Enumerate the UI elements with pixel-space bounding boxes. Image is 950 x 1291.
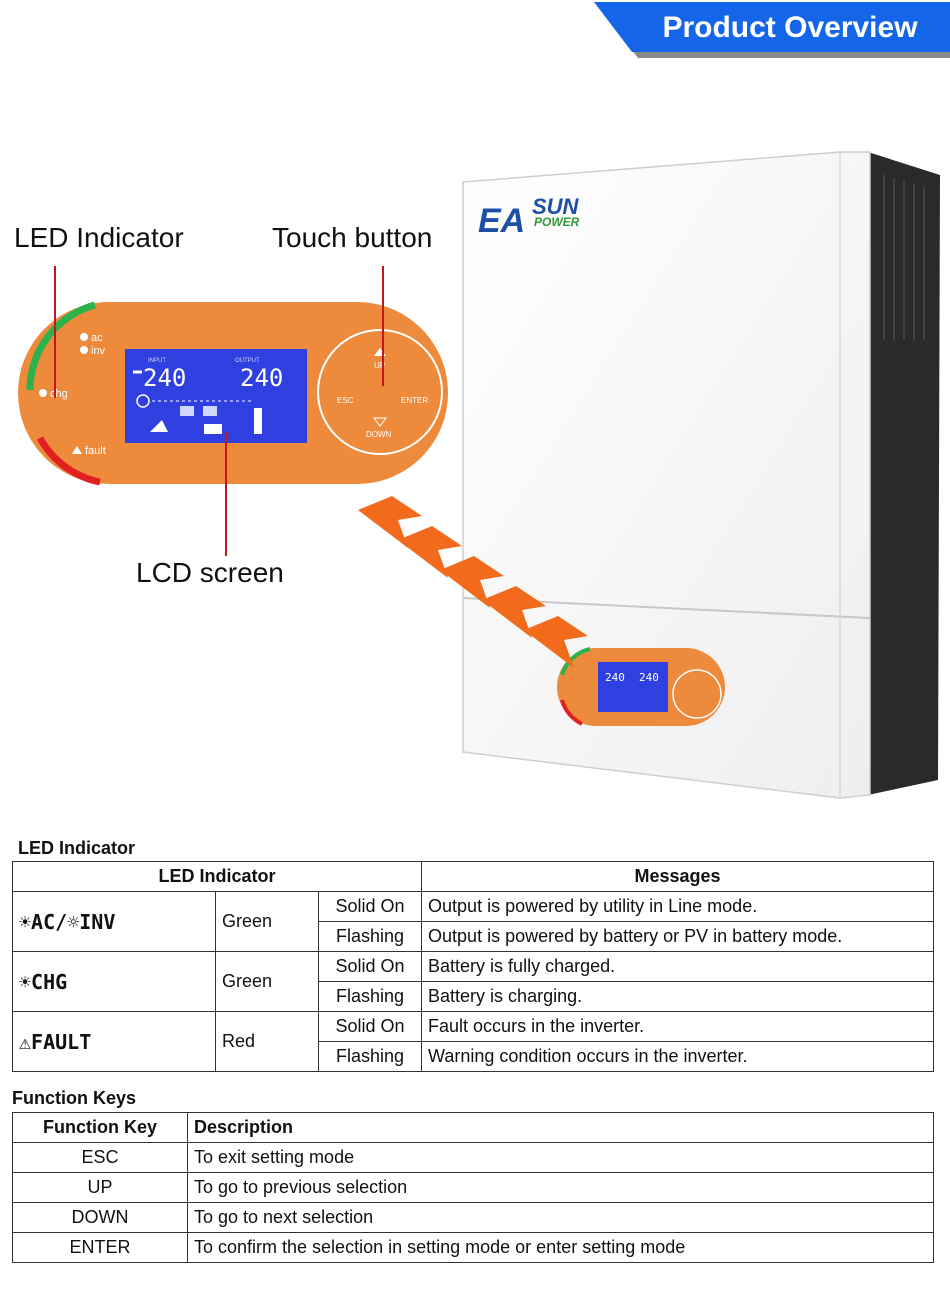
fk-description-cell: To go to previous selection <box>187 1172 934 1203</box>
callout-lcd-screen: LCD screen <box>136 557 284 588</box>
led-state-cell: Flashing <box>317 921 423 952</box>
led-message-cell: Warning condition occurs in the inverter… <box>421 1041 935 1072</box>
function-keys-title: Function Keys <box>12 1088 137 1108</box>
led-color-cell: Red <box>215 1011 319 1072</box>
led-color-cell: Green <box>215 951 319 1012</box>
led-label-chg-cell: ☀CHG <box>12 951 216 1012</box>
fk-table-header-row: Function Key Description <box>12 1112 934 1143</box>
table-row: ☀CHG Green Solid On Battery is fully cha… <box>12 951 935 1012</box>
function-keys-table: Function Key Description ESC To exit set… <box>12 1112 934 1263</box>
table-row: ENTER To confirm the selection in settin… <box>12 1232 934 1263</box>
enlarged-control-panel: ac inv chg fault INPUT OUTPUT 240 240 UP… <box>18 301 448 486</box>
table-row: ESC To exit setting mode <box>12 1142 934 1173</box>
table-row: ☀AC/☼INV Green Solid On Output is powere… <box>12 891 935 952</box>
callout-led-indicator: LED Indicator <box>14 222 184 253</box>
panel-label-chg: chg <box>50 388 68 400</box>
device-control-panel: 240 240 <box>557 647 725 726</box>
touch-esc-label[interactable]: ESC <box>337 396 354 405</box>
touch-down-label[interactable]: DOWN <box>366 430 392 439</box>
led-state-cell: Flashing <box>317 981 423 1012</box>
led-message-cell: Fault occurs in the inverter. <box>421 1011 935 1042</box>
table-row: Flashing Battery is charging. <box>13 981 935 1012</box>
lcd-input-value: 240 <box>143 364 186 392</box>
warning-triangle-icon: ⚠ <box>19 1029 32 1054</box>
fk-header-key: Function Key <box>12 1112 188 1143</box>
fk-key-cell: ESC <box>12 1142 188 1173</box>
led-label-inv: INV <box>79 909 116 934</box>
led-message-cell: Output is powered by battery or PV in ba… <box>421 921 935 952</box>
sun-icon: ☀ <box>19 909 32 934</box>
fault-triangle-icon <box>72 446 82 454</box>
brand-logo-sun: SUN <box>532 194 580 219</box>
banner-shape <box>594 2 950 58</box>
brand-logo-power: POWER <box>534 215 580 229</box>
fk-key-cell: DOWN <box>12 1202 188 1233</box>
fk-key-cell: ENTER <box>12 1232 188 1263</box>
page-title: Product Overview <box>662 11 918 44</box>
led-state-cell: Solid On <box>317 951 423 982</box>
lcd-output-label: OUTPUT <box>235 358 260 364</box>
led-label-fault: FAULT <box>31 1029 92 1054</box>
led-table-header-row: LED Indicator Messages <box>11 861 935 892</box>
led-message-cell: Battery is charging. <box>421 981 935 1012</box>
fk-description-cell: To confirm the selection in setting mode… <box>187 1232 934 1263</box>
led-label-fault-cell: ⚠FAULT <box>12 1011 216 1072</box>
led-message-cell: Output is powered by utility in Line mod… <box>421 891 935 922</box>
led-label-chg: CHG <box>31 969 68 994</box>
led-message-cell: Battery is fully charged. <box>421 951 935 982</box>
led-section-title: LED Indicator <box>18 838 136 858</box>
brand-logo: EA SUN POWER <box>478 194 580 240</box>
touch-up-label[interactable]: UP <box>374 361 385 370</box>
touch-enter-label[interactable]: ENTER <box>401 396 428 405</box>
fk-description-cell: To exit setting mode <box>187 1142 934 1173</box>
sun-icon: ☀ <box>19 969 32 994</box>
callout-touch-button: Touch button <box>272 222 433 253</box>
table-row: Flashing Output is powered by battery or… <box>13 921 935 952</box>
table-row: DOWN To go to next selection <box>12 1202 934 1233</box>
fk-description-cell: To go to next selection <box>187 1202 934 1233</box>
svg-text:240: 240 <box>639 671 659 684</box>
panel-label-ac: ac <box>91 332 103 344</box>
half-sun-icon: ☼ <box>67 909 80 934</box>
down-arrow-icon <box>373 417 387 427</box>
table-row: Flashing Warning condition occurs in the… <box>13 1041 935 1072</box>
led-label-ac: AC <box>31 909 56 934</box>
led-header-indicator: LED Indicator <box>11 861 423 892</box>
panel-label-fault: fault <box>85 445 106 457</box>
header-banner: Product Overview <box>0 0 950 62</box>
lcd-input-label: INPUT <box>148 358 166 364</box>
brand-logo-ea: EA <box>478 202 525 240</box>
led-state-cell: Solid On <box>317 1011 423 1042</box>
led-header-messages: Messages <box>421 861 935 892</box>
callout-lines <box>54 266 384 556</box>
led-label-ac-inv: ☀AC/☼INV <box>12 891 216 952</box>
panel-label-inv: inv <box>91 345 106 357</box>
direction-arrows <box>358 496 588 668</box>
svg-text:240: 240 <box>605 671 625 684</box>
led-state-cell: Solid On <box>317 891 423 922</box>
fk-header-description: Description <box>187 1112 934 1143</box>
table-row: ⚠FAULT Red Solid On Fault occurs in the … <box>12 1011 935 1072</box>
touch-button-ring[interactable] <box>317 329 443 455</box>
lcd-output-value: 240 <box>240 364 283 392</box>
product-illustration: EA SUN POWER 240 240 ac inv chg fault <box>18 151 940 799</box>
led-indicator-table: LED Indicator Messages ☀AC/☼INV Green So… <box>11 861 935 1072</box>
table-row: UP To go to previous selection <box>12 1172 934 1203</box>
led-color-cell: Green <box>215 891 319 952</box>
fk-key-cell: UP <box>12 1172 188 1203</box>
led-state-cell: Flashing <box>317 1041 423 1072</box>
